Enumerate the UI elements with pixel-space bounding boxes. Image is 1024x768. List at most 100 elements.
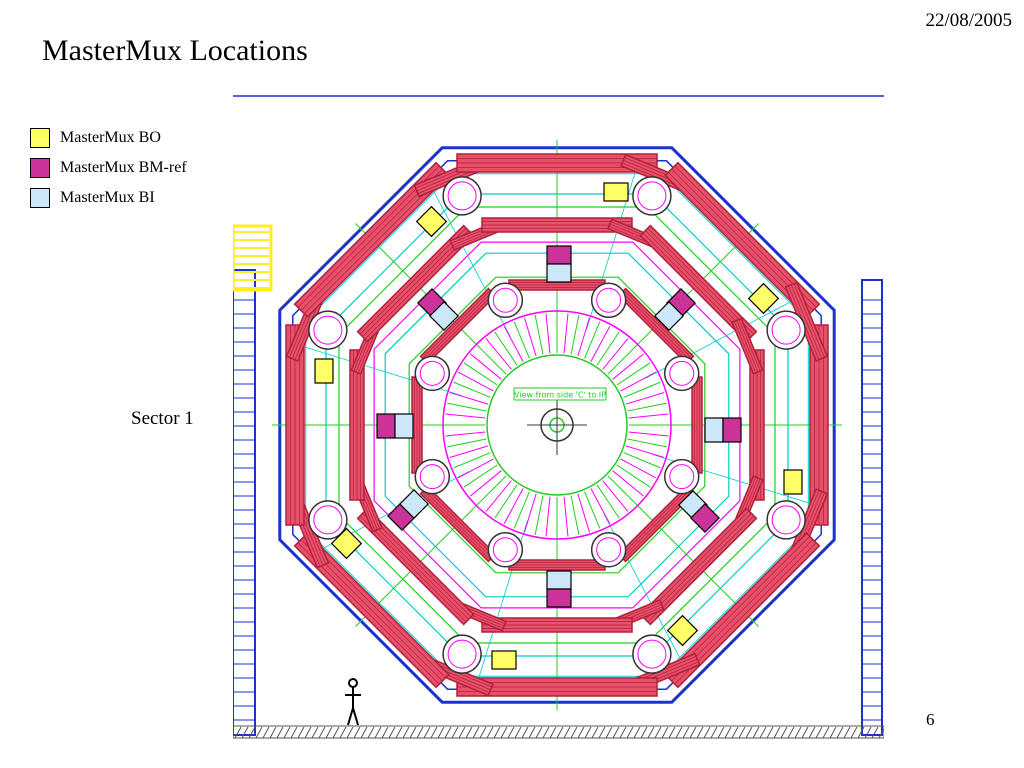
floor-hatch [612,726,620,739]
mastermux-bi-box [429,301,459,331]
mastermux-bi-box [546,263,572,283]
calorimeter-spoke [457,458,494,479]
calorimeter-spoke [602,480,629,512]
floor-hatch [262,726,270,739]
calorimeter-spoke [612,470,644,497]
inner-chamber-large-stripe [423,489,493,559]
floor-hatch [381,726,389,739]
floor-hatch [269,726,277,739]
floor-hatch [451,726,459,739]
toroid-coil-inner [447,639,477,669]
calorimeter-spoke [503,325,524,362]
calorimeter-spoke [612,353,644,380]
floor-hatch [857,726,865,739]
calorimeter-spoke [570,495,580,535]
calorimeter-spoke [477,345,507,375]
mastermux-bi-box [654,301,684,331]
mastermux-bi-box [704,417,724,443]
outer-frame [278,146,836,704]
toroid-coil-inner [669,464,695,490]
floor-hatch [283,726,291,739]
toroid-coil [766,310,806,350]
floor-hatch [388,726,396,739]
calorimeter-spoke [545,496,551,537]
floor-hatch [276,726,284,739]
mastermux-bi-box [546,570,572,590]
calorimeter-spoke [447,402,487,412]
middle-chamber-large [639,507,758,626]
calorimeter-spoke [590,488,611,525]
middle-chamber-large-stripe [645,230,752,337]
floor-hatch [598,726,606,739]
floor-hatch [542,726,550,739]
toroid-coil [632,176,672,216]
floor-hatch [234,726,242,739]
calorimeter-spoke [625,445,665,458]
detector-cross-section: View from side 'C' to IP [233,95,884,739]
calorimeter-spoke [453,452,491,469]
left-support-column [233,269,256,736]
inner-chamber-large [508,559,606,571]
mastermux-bi-box [399,489,429,519]
floor-hatch [500,726,508,739]
middle-chamber-large-stripe [647,227,755,335]
inner-chamber-large-stripe [425,293,494,362]
floor-hatch [766,726,774,739]
floor-hatch [871,726,879,739]
floor-hatch [696,726,704,739]
floor-slab [233,725,884,739]
calorimeter-spoke [584,321,601,359]
floor-hatch [864,726,872,739]
toroid-coil-inner [447,181,477,211]
toroid-coil [442,176,482,216]
floor-hatch [668,726,676,739]
floor-hatch [360,726,368,739]
floor-hatch [430,726,438,739]
calorimeter-spoke [445,413,486,419]
toroid-coil-inner [771,505,801,535]
legend-swatch-bo [30,128,50,148]
floor-hatch [815,726,823,739]
floor-hatch [850,726,858,739]
mastermux-bo-box [330,527,363,560]
floor-hatch [339,726,347,739]
floor-hatch [367,726,375,739]
calorimeter-spoke [470,470,502,497]
person-leg-left [347,707,354,726]
toroid-coil-inner [313,315,343,345]
legend: MasterMux BO MasterMux BM-ref MasterMux … [30,123,230,213]
mastermux-bo-box [314,358,334,384]
middle-chamber-small-stripe [733,321,757,374]
calorimeter-spoke [463,464,498,488]
calorimeter-spoke [620,371,657,392]
mastermux-bi-box [394,413,414,439]
legend-item-bm-ref: MasterMux BM-ref [30,153,230,183]
floor-hatch [521,726,529,739]
mastermux-bo-box [747,282,780,315]
toroid-coil [442,634,482,674]
legend-label-bi: MasterMux BI [60,189,155,206]
floor-hatch [318,726,326,739]
field-line-2 [373,241,741,609]
middle-chamber-small [731,317,764,375]
calorimeter-spoke [457,371,494,392]
floor-hatch [682,726,690,739]
floor-hatch [878,727,884,739]
mastermux-bm-ref-box [722,417,742,443]
floor-hatch [584,726,592,739]
legend-swatch-bm-ref [30,158,50,178]
calorimeter-spoke [623,381,661,398]
floor-hatch [472,726,480,739]
calorimeter-spoke [628,413,669,419]
inner-chamber-large-stripe [623,290,692,359]
floor-hatch [486,726,494,739]
inner-chamber-large-stripe [423,291,493,361]
floor-hatch [353,726,361,739]
floor-hatch [745,726,753,739]
calorimeter-spoke [477,475,507,505]
middle-chamber-large-stripe [642,510,750,618]
outer-chamber-large [664,532,821,689]
sector-label: Sector 1 [131,408,194,429]
floor-hatch [640,726,648,739]
calorimeter-spoke [449,445,489,458]
